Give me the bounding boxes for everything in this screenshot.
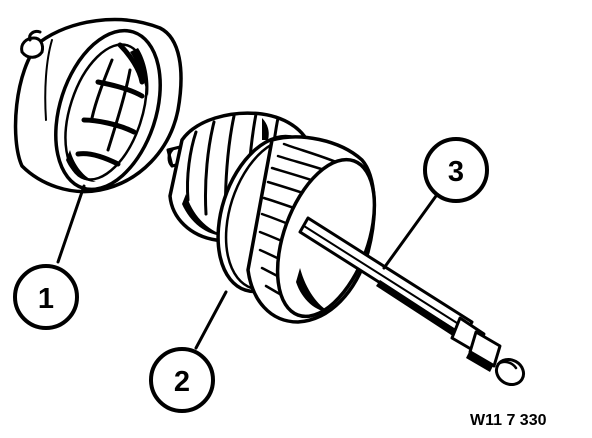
part-3-rod xyxy=(298,216,526,387)
part-2-threaded-cap xyxy=(166,111,377,324)
callout-3-label: 3 xyxy=(448,156,464,188)
leader-line-2 xyxy=(194,290,228,350)
leader-line-3 xyxy=(382,194,438,270)
part-1-filter-cover xyxy=(13,17,183,194)
callout-3: 3 xyxy=(423,137,489,203)
figure-reference-code: W11 7 330 xyxy=(470,412,547,429)
leader-line-1 xyxy=(56,184,86,264)
callout-1: 1 xyxy=(13,264,79,330)
callout-2: 2 xyxy=(149,347,215,413)
callout-1-label: 1 xyxy=(38,283,54,315)
callout-2-label: 2 xyxy=(174,366,190,398)
